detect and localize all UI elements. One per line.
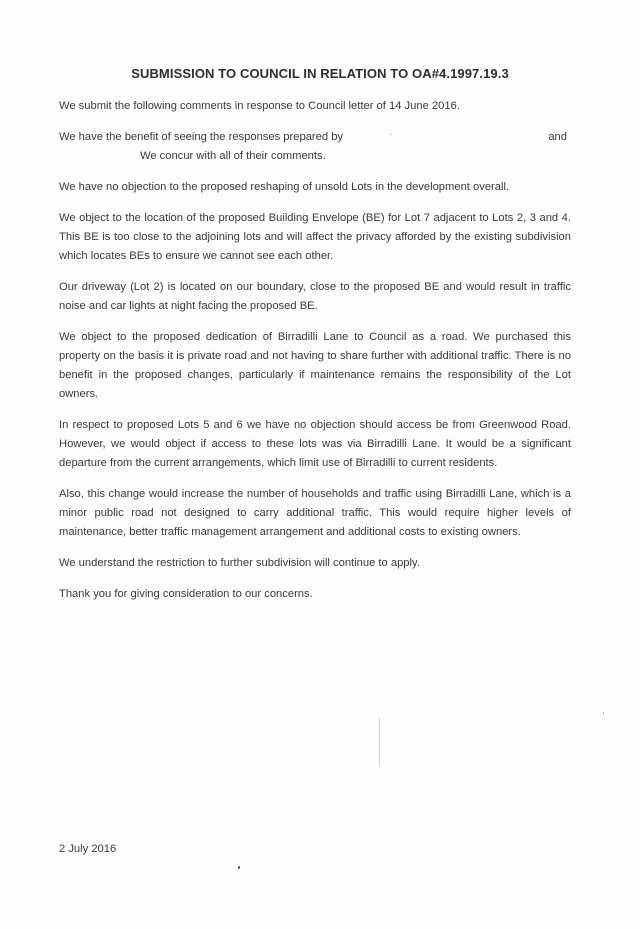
paragraph-benefit: We have the benefit of seeing the respon… xyxy=(59,128,571,166)
paragraph-traffic: Also, this change would increase the num… xyxy=(59,488,571,538)
document-title: SUBMISSION TO COUNCIL IN RELATION TO OA#… xyxy=(131,66,509,81)
paragraph-building-envelope: We object to the location of the propose… xyxy=(59,212,571,262)
paragraph-intro: We submit the following comments in resp… xyxy=(59,100,460,112)
paragraph-restriction: We understand the restriction to further… xyxy=(59,557,420,569)
scan-speck xyxy=(603,712,604,714)
document-body: We submit the following comments in resp… xyxy=(59,97,571,616)
scan-artifact-line xyxy=(379,718,380,766)
paragraph-reshaping: We have no objection to the proposed res… xyxy=(59,181,510,193)
paragraph-thanks: Thank you for giving consideration to ou… xyxy=(59,588,313,600)
document-date: 2 July 2016 xyxy=(59,843,117,855)
paragraph-driveway: Our driveway (Lot 2) is located on our b… xyxy=(59,281,571,312)
benefit-line-end: and xyxy=(548,131,567,143)
scan-speck xyxy=(390,134,392,135)
paragraph-dedication: We object to the proposed dedication of … xyxy=(59,331,571,400)
scan-speck xyxy=(238,866,240,869)
benefit-line-second: We concur with all of their comments. xyxy=(140,150,326,162)
benefit-line-start: We have the benefit of seeing the respon… xyxy=(59,131,344,143)
paragraph-lots-access: In respect to proposed Lots 5 and 6 we h… xyxy=(59,419,571,469)
